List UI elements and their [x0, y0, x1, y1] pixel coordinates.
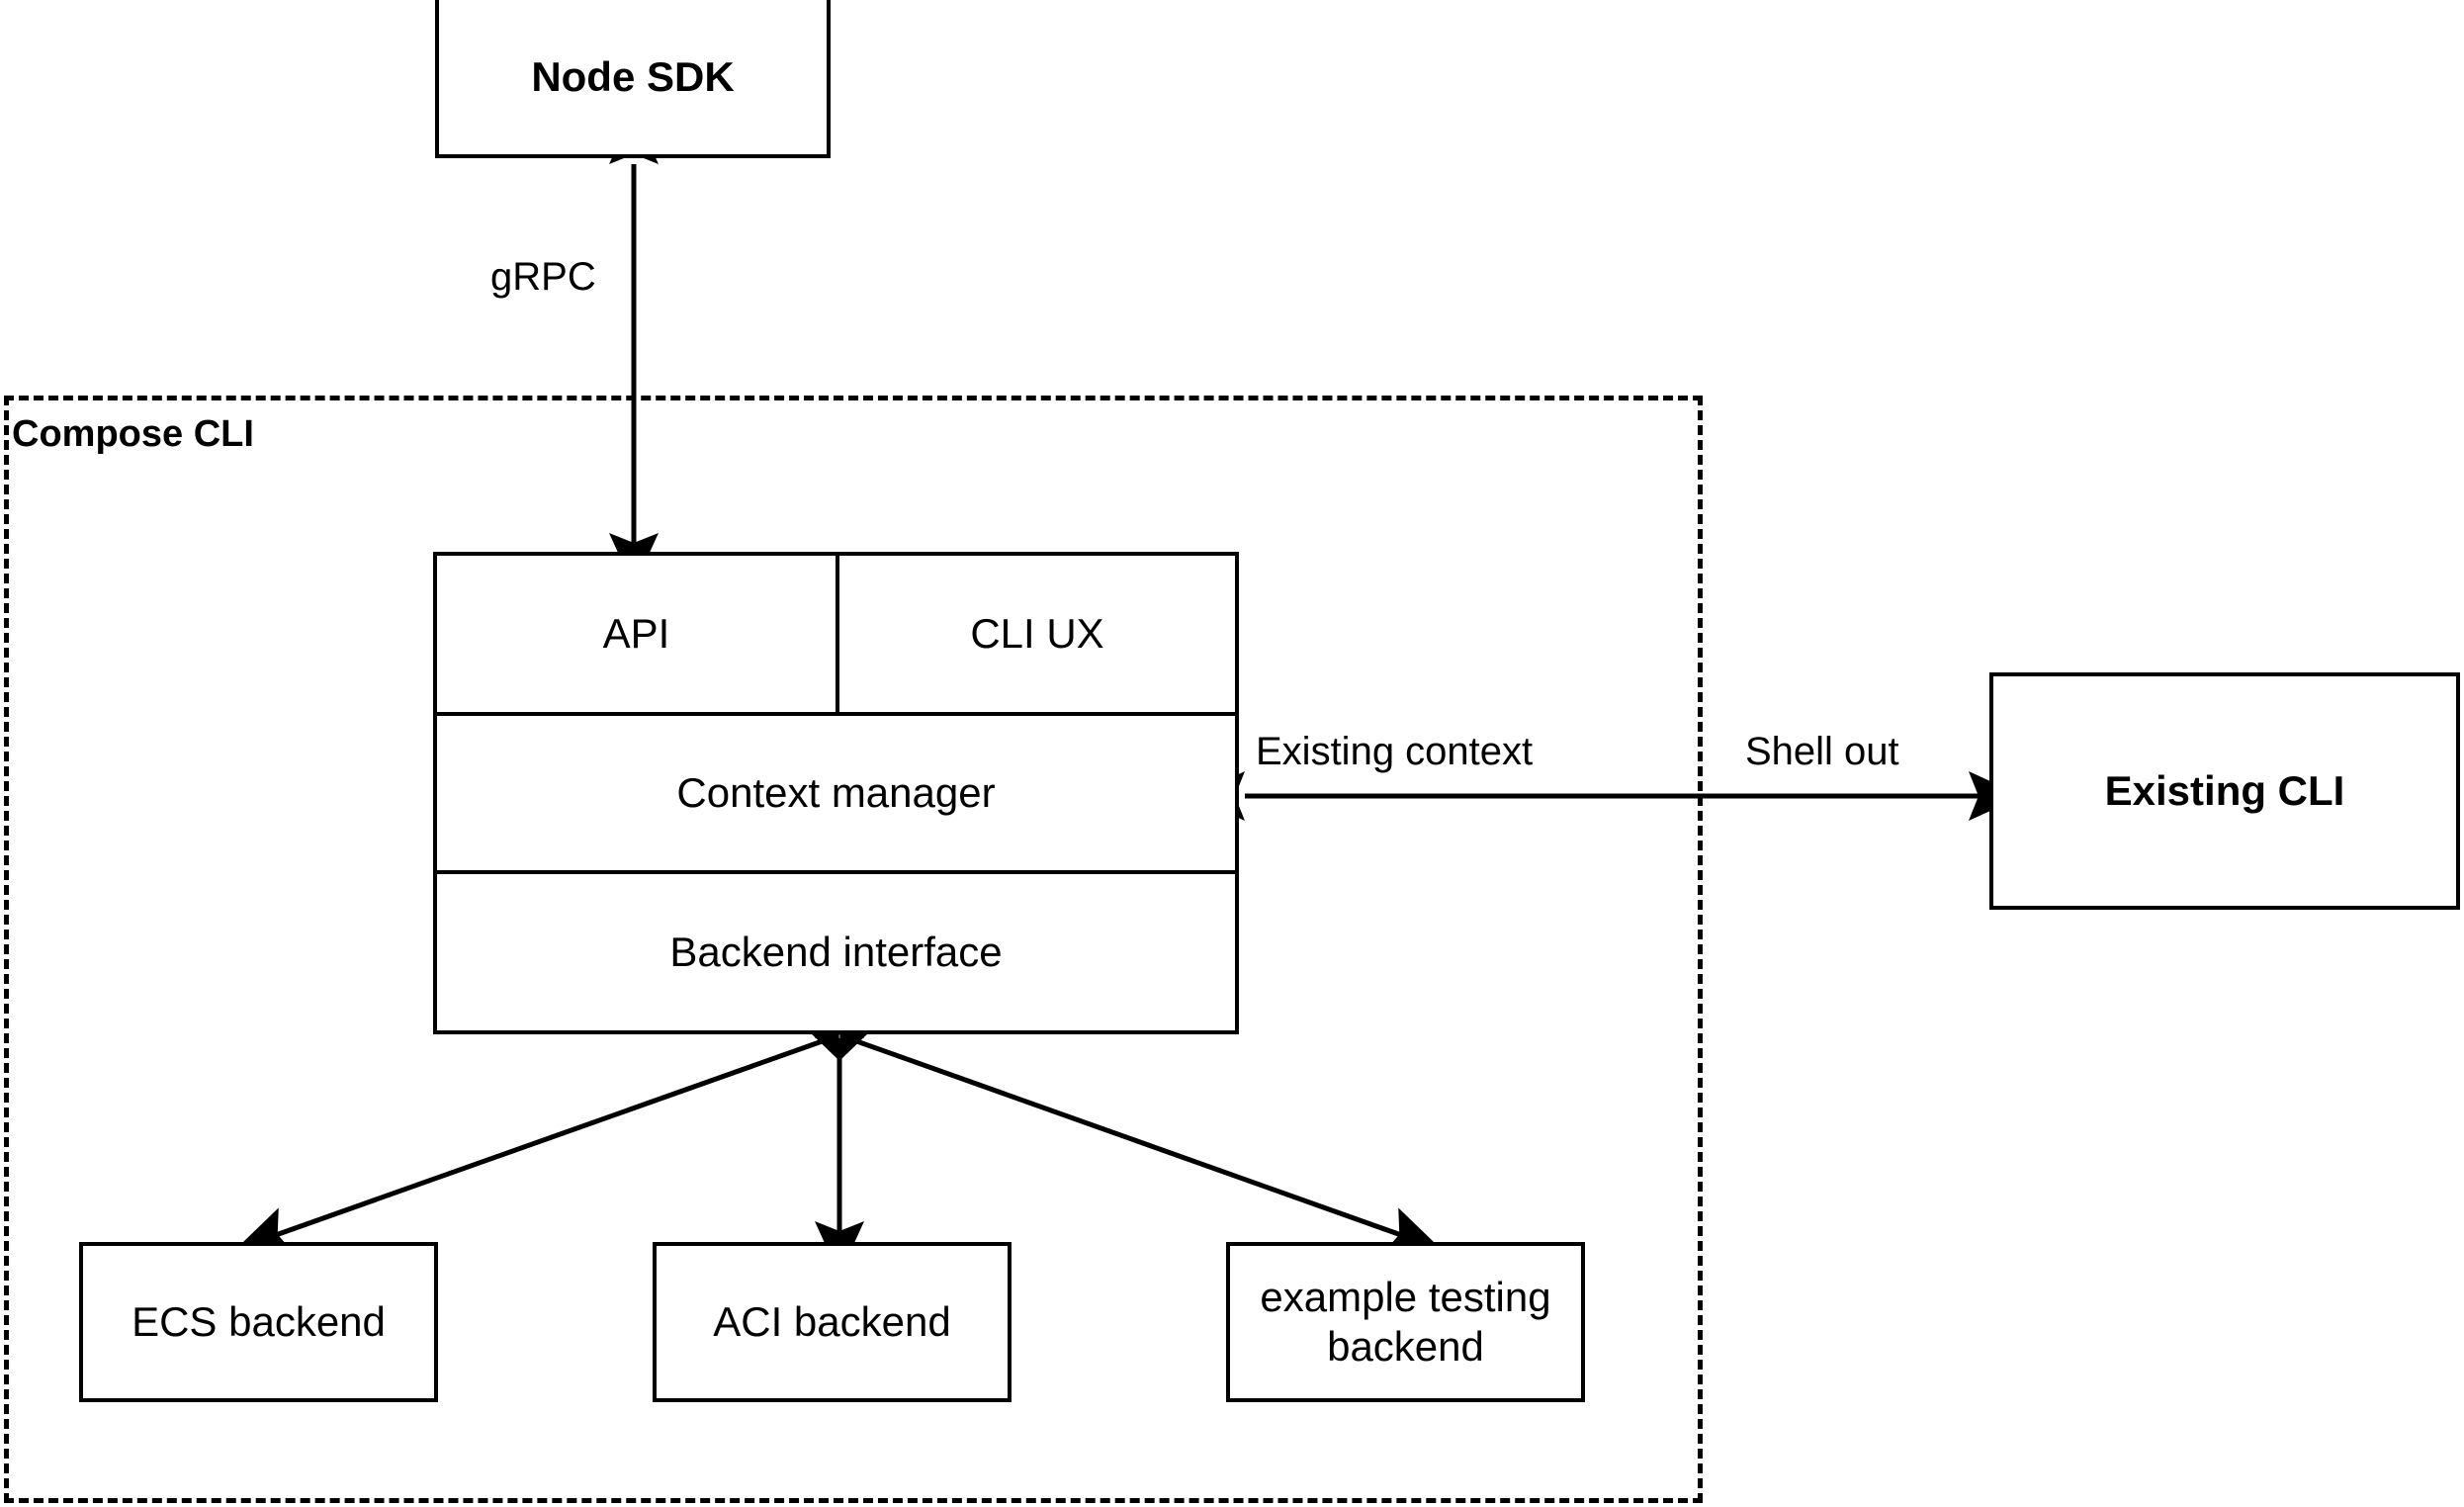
- existing-context-edge-label: Existing context: [1252, 730, 1538, 774]
- cli-ux-label: CLI UX: [970, 610, 1104, 657]
- api-cell[interactable]: API: [437, 556, 836, 712]
- cli-ux-cell[interactable]: CLI UX: [839, 556, 1235, 712]
- ecs-backend-label: ECS backend: [132, 1298, 386, 1346]
- context-manager-label: Context manager: [676, 769, 996, 816]
- context-manager-cell[interactable]: Context manager: [437, 716, 1235, 870]
- compose-cli-stack: API CLI UX Context manager Backend inter…: [433, 552, 1239, 1034]
- stack-divider-top: [437, 712, 1235, 716]
- compose-cli-group-label: Compose CLI: [12, 413, 254, 456]
- api-label: API: [602, 610, 670, 657]
- grpc-edge-label: gRPC: [486, 255, 600, 300]
- example-testing-backend-label-line2: backend: [1327, 1323, 1484, 1370]
- compose-cli-group-boundary: [4, 396, 1703, 1503]
- stack-divider-middle: [437, 870, 1235, 874]
- example-testing-backend-box[interactable]: example testing backend: [1226, 1242, 1585, 1402]
- ecs-backend-connector: [235, 1015, 882, 1255]
- backend-interface-cell[interactable]: Backend interface: [437, 874, 1235, 1030]
- aci-backend-box[interactable]: ACI backend: [653, 1242, 1012, 1402]
- aci-backend-label: ACI backend: [713, 1298, 951, 1346]
- node-sdk-label: Node SDK: [531, 53, 735, 101]
- example-testing-backend-label-line1: example testing: [1260, 1274, 1551, 1321]
- stack-divider-vertical: [836, 556, 839, 712]
- existing-cli-box[interactable]: Existing CLI: [1989, 672, 2460, 910]
- backend-interface-label: Backend interface: [669, 929, 1003, 975]
- ecs-backend-box[interactable]: ECS backend: [79, 1242, 438, 1402]
- existing-cli-label: Existing CLI: [2104, 767, 2345, 815]
- shell-out-edge-label: Shell out: [1741, 730, 1903, 774]
- node-sdk-box[interactable]: Node SDK: [435, 0, 831, 158]
- example-testing-backend-connector: [797, 1015, 1442, 1255]
